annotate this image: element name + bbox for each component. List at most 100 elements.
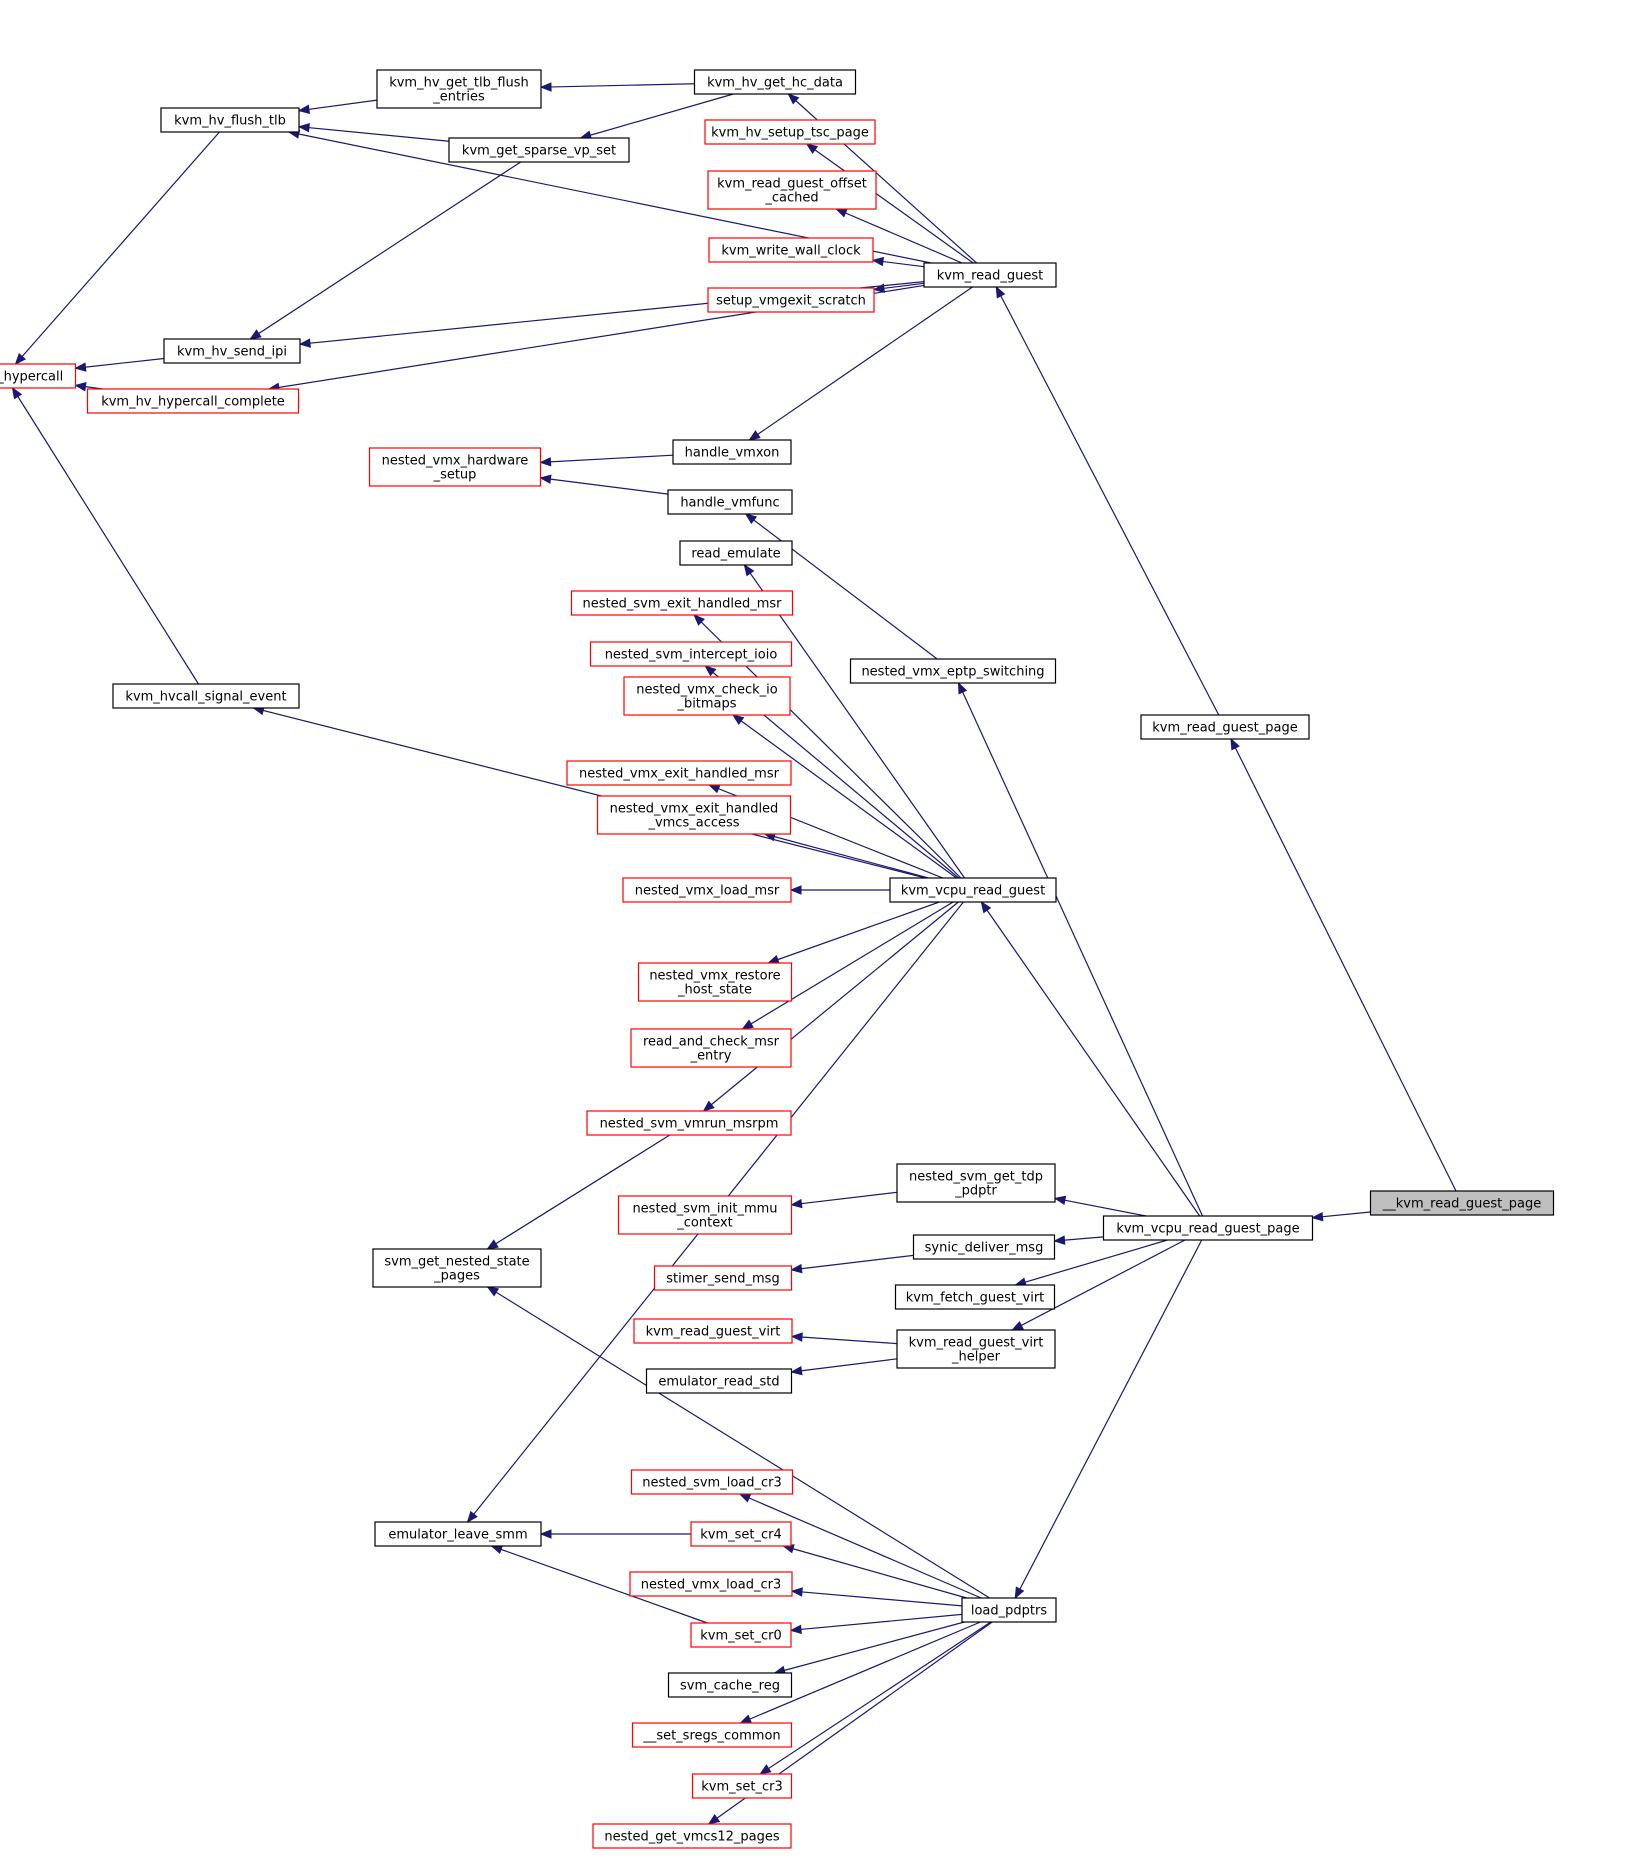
node-kvm-set-cr0[interactable]: kvm_set_cr0 xyxy=(690,1622,792,1648)
node-nested-vmx-eptp-switching[interactable]: nested_vmx_eptp_switching xyxy=(849,658,1057,684)
node-kvm-hv-setup-tsc-page[interactable]: kvm_hv_setup_tsc_page xyxy=(704,119,876,145)
node-box xyxy=(622,877,792,903)
node-box xyxy=(596,795,792,835)
node-setup-vmgexit-scratch[interactable]: setup_vmgexit_scratch xyxy=(707,287,875,313)
node-nested-vmx-hardware-setup[interactable]: nested_vmx_hardware_setup xyxy=(368,447,542,487)
node-read-and-check-msr-entry[interactable]: read_and_check_msr_entry xyxy=(630,1028,792,1068)
node-kvm-read-guest-virt-helper[interactable]: kvm_read_guest_virt_helper xyxy=(896,1329,1056,1369)
node-label: handle_vmxon xyxy=(685,446,780,461)
node-kvm-set-cr4[interactable]: kvm_set_cr4 xyxy=(690,1521,792,1547)
edge-read-emulate-to-kvm-vcpu-read-guest xyxy=(743,564,966,879)
node-nested-vmx-exit-handled-vmcs-access[interactable]: nested_vmx_exit_handled_vmcs_access xyxy=(596,795,792,835)
node-nested-vmx-load-cr3[interactable]: nested_vmx_load_cr3 xyxy=(629,1571,793,1597)
node-handle-vmxon[interactable]: handle_vmxon xyxy=(672,439,792,465)
node-box xyxy=(912,1234,1056,1260)
node-synic-deliver-msg[interactable]: synic_deliver_msg xyxy=(912,1234,1056,1260)
edge-nested-vmx-hardware-setup-to-handle-vmfunc xyxy=(540,477,669,495)
node-emulator-read-std[interactable]: emulator_read_std xyxy=(645,1368,793,1394)
node-kvm-set-cr3[interactable]: kvm_set_cr3 xyxy=(691,1773,793,1799)
node-kvm-vcpu-read-guest-page[interactable]: kvm_vcpu_read_guest_page xyxy=(1102,1215,1314,1241)
node-kvm-read-guest-page[interactable]: __kvm_read_guest_page xyxy=(1369,1190,1555,1216)
node-box xyxy=(374,1521,542,1547)
node-nested-svm-init-mmu-context[interactable]: nested_svm_init_mmu_context xyxy=(617,1195,793,1235)
node-kvm-hv-hypercall[interactable]: kvm_hv_hypercall xyxy=(0,363,77,389)
node-label: emulator_read_std xyxy=(658,1375,779,1390)
node-kvm-hv-send-ipi[interactable]: kvm_hv_send_ipi xyxy=(163,338,301,364)
arrowhead xyxy=(789,1624,802,1635)
node-stimer-send-msg[interactable]: stimer_send_msg xyxy=(653,1265,793,1291)
node-nested-get-vmcs12-pages[interactable]: nested_get_vmcs12_pages xyxy=(592,1823,792,1849)
arrowhead xyxy=(790,1198,803,1209)
node-nested-svm-vmrun-msrpm[interactable]: nested_svm_vmrun_msrpm xyxy=(586,1110,792,1136)
edge-stimer-send-msg-to-synic-deliver-msg xyxy=(791,1254,914,1271)
arrowhead xyxy=(693,614,705,626)
arrowhead xyxy=(704,665,717,677)
node-kvm-get-sparse-vp-set[interactable]: kvm_get_sparse_vp_set xyxy=(448,137,630,163)
node-box xyxy=(896,1163,1056,1203)
node-box xyxy=(630,1028,792,1068)
node-box xyxy=(631,1722,793,1748)
node-kvm-fetch-guest-virt[interactable]: kvm_fetch_guest_virt xyxy=(894,1284,1056,1310)
edge-handle-vmfunc-to-nested-vmx-eptp-switching xyxy=(745,513,938,660)
node-emulator-leave-smm[interactable]: emulator_leave_smm xyxy=(374,1521,542,1547)
node-nested-svm-exit-handled-msr[interactable]: nested_svm_exit_handled_msr xyxy=(570,590,794,616)
node-kvm-hv-flush-tlb[interactable]: kvm_hv_flush_tlb xyxy=(160,107,300,133)
node-nested-vmx-restore-host-state[interactable]: nested_vmx_restore_host_state xyxy=(637,962,793,1002)
node-nested-svm-get-tdp-pdptr[interactable]: nested_svm_get_tdp_pdptr xyxy=(896,1163,1056,1203)
node-svm-cache-reg[interactable]: svm_cache_reg xyxy=(667,1672,793,1698)
node-load-pdptrs[interactable]: load_pdptrs xyxy=(961,1597,1057,1623)
node-label: nested_vmx_check_io xyxy=(636,683,778,698)
node-box xyxy=(708,237,874,263)
node-kvm-write-wall-clock[interactable]: kvm_write_wall_clock xyxy=(708,237,874,263)
node-nested-vmx-exit-handled-msr[interactable]: nested_vmx_exit_handled_msr xyxy=(566,760,792,786)
edge-read-and-check-msr-entry-to-kvm-vcpu-read-guest xyxy=(742,901,954,1030)
node-nested-vmx-check-io-bitmaps[interactable]: nested_vmx_check_io_bitmaps xyxy=(623,676,791,716)
node-nested-vmx-load-msr[interactable]: nested_vmx_load_msr xyxy=(622,877,792,903)
node-label: nested_svm_intercept_ioio xyxy=(605,648,778,663)
edge-nested-vmx-hardware-setup-to-handle-vmxon xyxy=(540,454,674,463)
node-label: kvm_vcpu_read_guest xyxy=(901,884,1045,899)
node-box xyxy=(368,447,542,487)
node-read-emulate[interactable]: read_emulate xyxy=(679,540,793,566)
node-kvm-read-guest-offset-cached[interactable]: kvm_read_guest_offset_cached xyxy=(707,170,877,210)
arrowhead xyxy=(980,900,992,914)
node-kvm-read-guest[interactable]: kvm_read_guest xyxy=(923,262,1057,288)
edge-nested-svm-load-cr3-to-load-pdptrs xyxy=(739,1493,982,1599)
node-label: _pdptr xyxy=(954,1184,997,1199)
node-kvm-hv-get-hc-data[interactable]: kvm_hv_get_hc_data xyxy=(693,69,857,95)
node-box xyxy=(672,439,792,465)
node-box xyxy=(623,676,791,716)
edge-nested-svm-init-mmu-context-to-nested-svm-get-tdp-pdptr xyxy=(791,1191,898,1206)
node-svm-get-nested-state-pages[interactable]: svm_get_nested_state_pages xyxy=(372,1248,542,1288)
edge-kvm-hv-send-ipi-to-kvm-get-sparse-vp-set xyxy=(249,161,522,340)
arrowhead xyxy=(744,513,758,525)
arrowhead xyxy=(486,1286,500,1297)
node-kvm-vcpu-read-guest[interactable]: kvm_vcpu_read_guest xyxy=(889,877,1057,903)
node-box xyxy=(589,641,793,667)
node-label: kvm_hv_flush_tlb xyxy=(174,114,286,129)
node-kvm-hv-get-tlb-flush-entries[interactable]: kvm_hv_get_tlb_flush_entries xyxy=(376,69,542,109)
edge-set-sregs-common-to-load-pdptrs xyxy=(740,1621,981,1724)
arrowhead xyxy=(835,208,848,218)
arrowhead xyxy=(739,1714,753,1724)
node-kvm-hvcall-signal-event[interactable]: kvm_hvcall_signal_event xyxy=(112,683,300,709)
arrowhead xyxy=(787,93,800,105)
arrowhead xyxy=(1053,1195,1067,1205)
arrowhead xyxy=(805,143,819,154)
node-label: _cached xyxy=(764,191,818,206)
node-kvm-hv-hypercall-complete[interactable]: kvm_hv_hypercall_complete xyxy=(86,388,300,414)
node-label: synic_deliver_msg xyxy=(925,1241,1044,1256)
node-box xyxy=(849,658,1057,684)
node-label: kvm_hv_get_hc_data xyxy=(707,76,843,91)
node-kvm-read-guest-virt[interactable]: kvm_read_guest_virt xyxy=(633,1318,793,1344)
node-handle-vmfunc[interactable]: handle_vmfunc xyxy=(667,489,793,515)
edge-kvm-hv-setup-tsc-page-to-kvm-read-guest xyxy=(806,143,974,264)
node-box xyxy=(633,1318,793,1344)
node-set-sregs-common[interactable]: __set_sregs_common xyxy=(631,1722,793,1748)
node-nested-svm-intercept-ioio[interactable]: nested_svm_intercept_ioio xyxy=(589,641,793,667)
node-nested-svm-load-cr3[interactable]: nested_svm_load_cr3 xyxy=(630,1469,794,1495)
edge-emulator-leave-smm-to-kvm-set-cr0 xyxy=(491,1545,708,1624)
node-kvm-read-guest-page[interactable]: kvm_read_guest_page xyxy=(1140,714,1310,740)
node-label: _setup xyxy=(433,468,477,483)
node-box xyxy=(894,1284,1056,1310)
